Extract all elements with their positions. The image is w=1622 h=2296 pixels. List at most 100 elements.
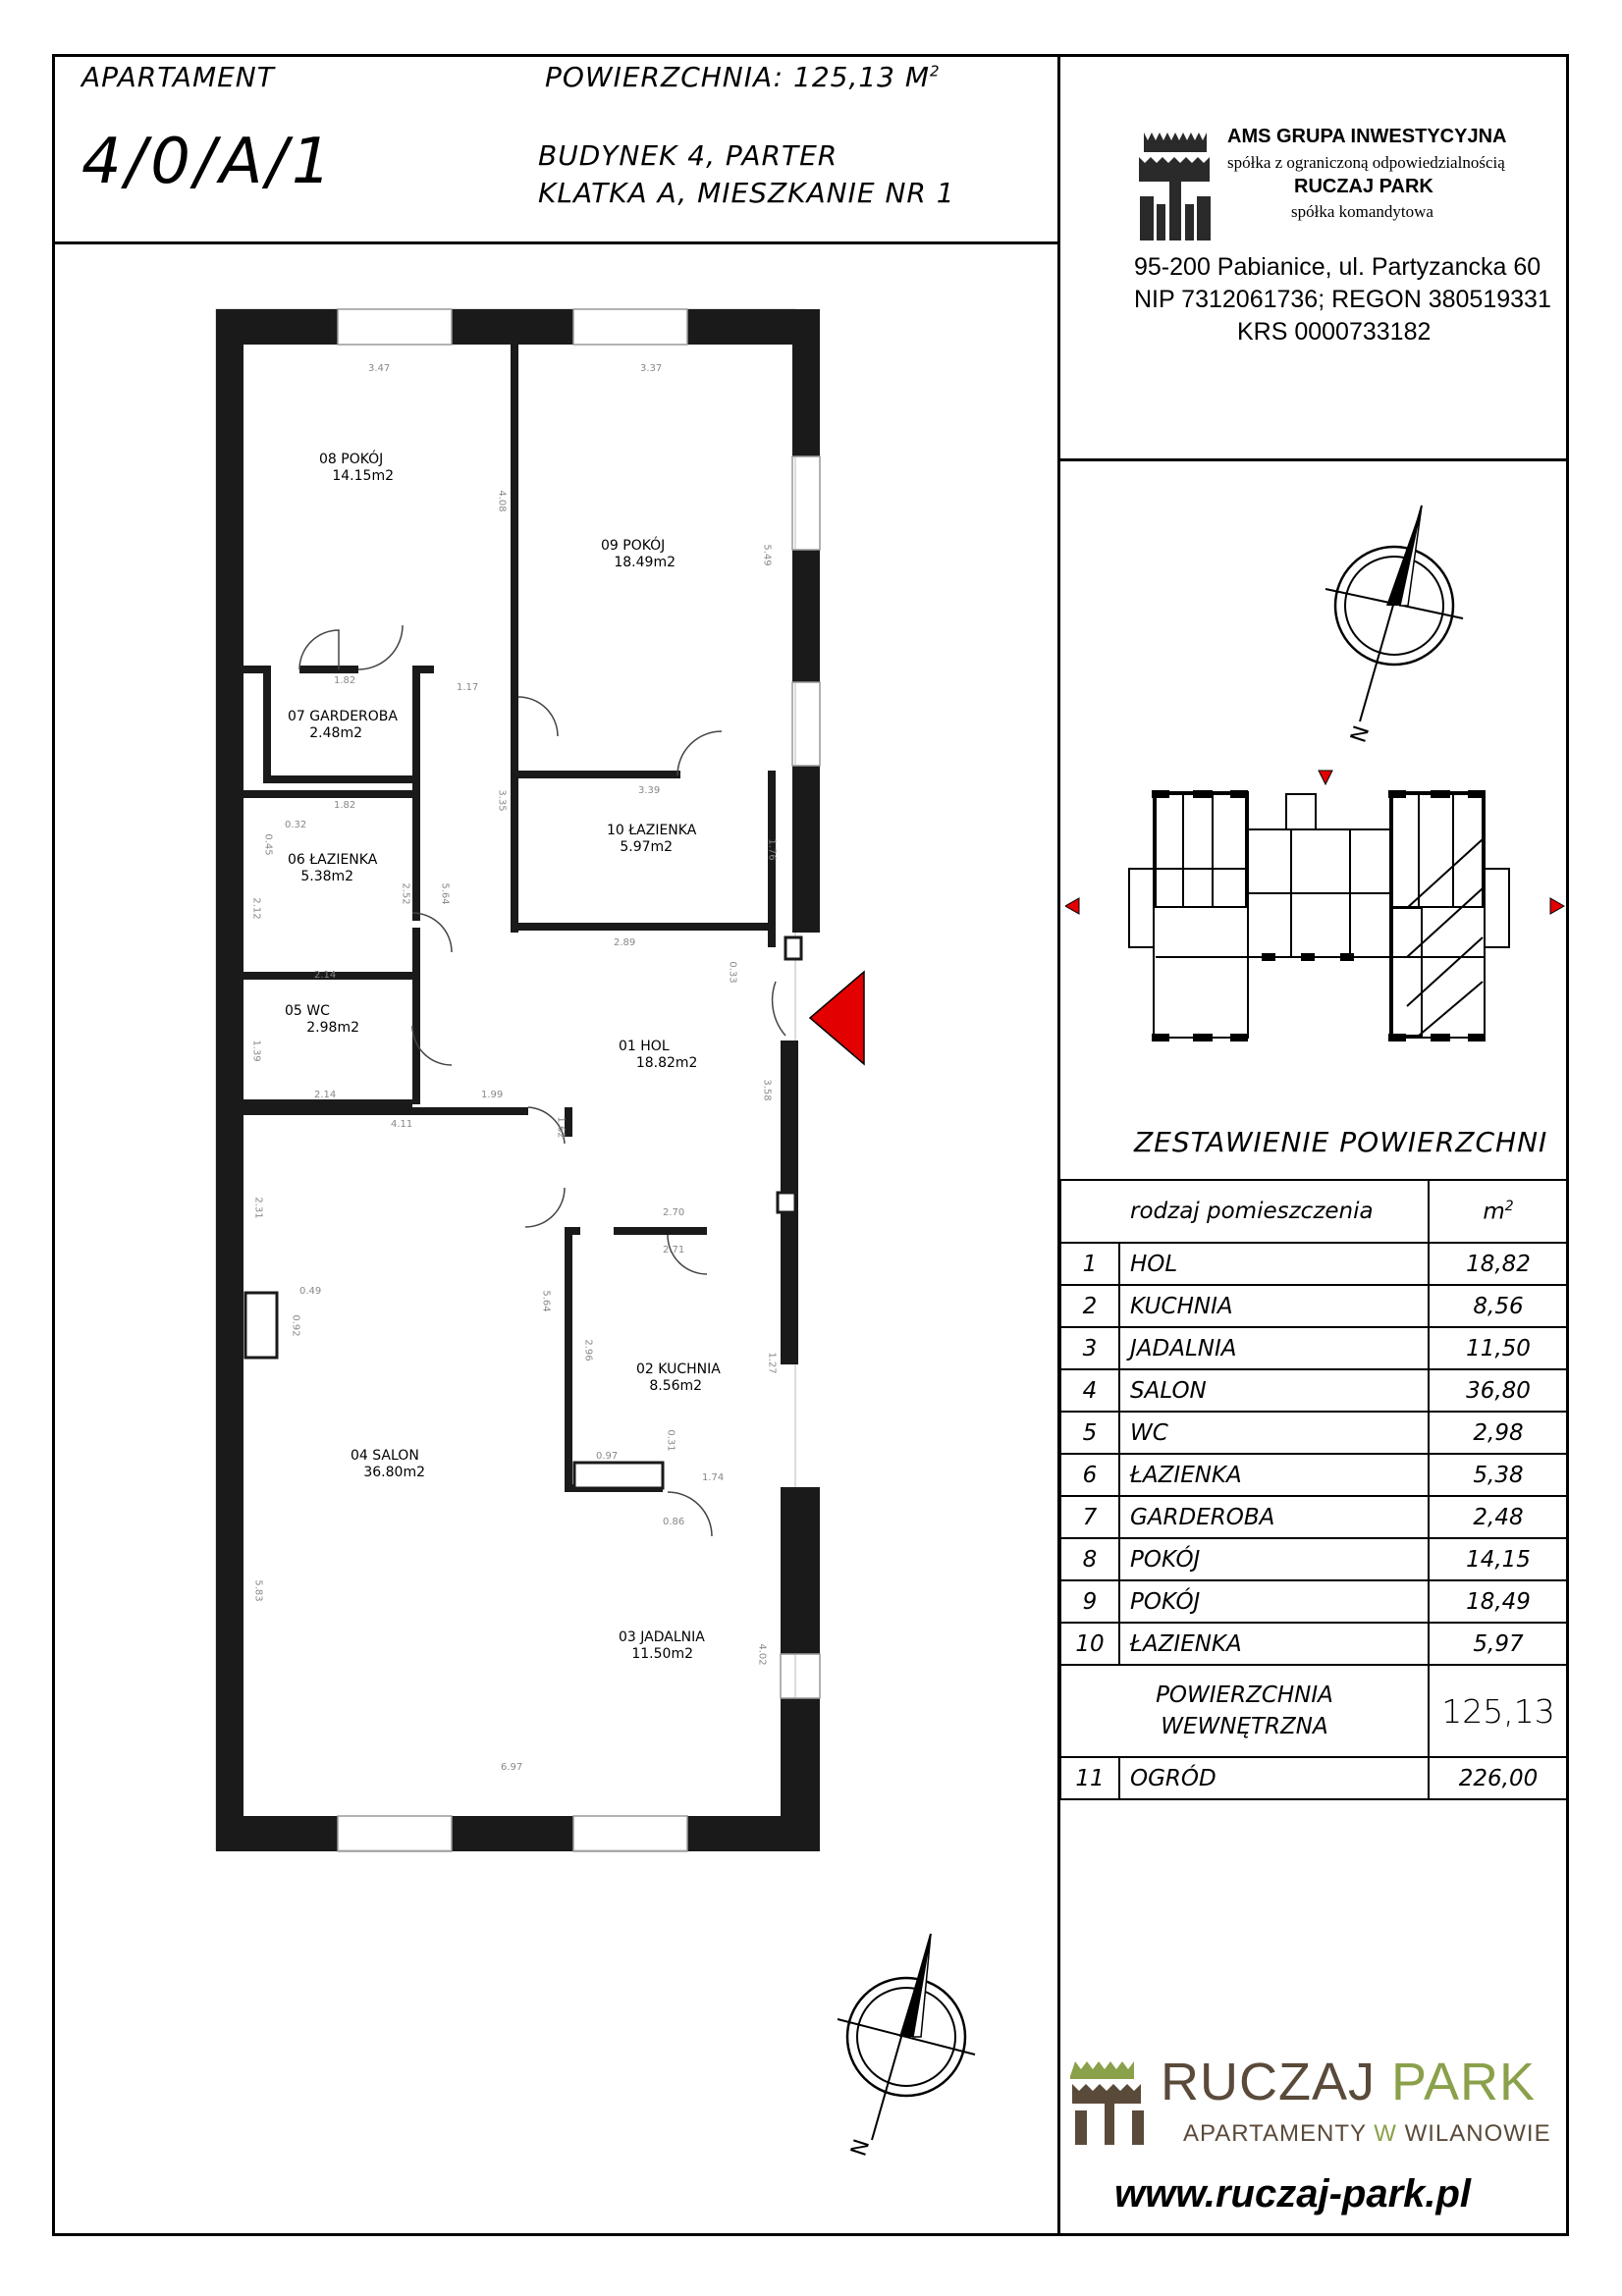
dim-label: 0.49 — [299, 1286, 322, 1297]
room-label-08: 08 POKÓJ 14.15m2 — [319, 452, 394, 484]
dim-label: 2.14 — [314, 1090, 337, 1100]
dim-label: 5.64 — [439, 882, 451, 905]
company-name2: RUCZAJ PARK — [1294, 176, 1433, 197]
tree-logo-icon — [1136, 128, 1216, 240]
dim-label: 0.32 — [285, 820, 307, 830]
dim-label: 1.39 — [250, 1040, 262, 1062]
compass-top-icon: N — [1325, 505, 1464, 746]
compass-top-letter: N — [1346, 722, 1375, 745]
company-krs: KRS 0000733182 — [1237, 318, 1432, 346]
brand-word1: RUCZAJ — [1161, 2053, 1376, 2111]
dim-label: 1.76 — [766, 838, 778, 861]
dim-label: 2.96 — [582, 1339, 594, 1362]
room-label-06: 06 ŁAZIENKA 5.38m2 — [288, 852, 378, 884]
building-keyplan — [1065, 770, 1566, 1041]
dim-label: 5.49 — [761, 544, 773, 566]
apartment-code: 4/0/A/1 — [81, 126, 336, 198]
dim-label: 1.17 — [457, 682, 479, 693]
room-label-10: 10 ŁAZIENKA 5.97m2 — [607, 823, 697, 855]
area-text: POWIERZCHNIA: 125,13 M — [545, 61, 931, 93]
dim-label: 0.92 — [290, 1314, 301, 1337]
dim-label: 3.37 — [640, 363, 663, 374]
company-address: 95-200 Pabianice, ul. Partyzancka 60 — [1134, 253, 1541, 281]
dim-label: 2.52 — [400, 882, 411, 905]
compass-bottom-icon: N — [837, 1933, 976, 2160]
dim-label: 2.71 — [663, 1245, 685, 1255]
divider-header — [52, 241, 1059, 244]
summary-total-value: 125,13 — [1428, 1664, 1569, 1758]
summary-col-type: rodzaj pomieszczenia — [1059, 1179, 1430, 1244]
dim-label: 4.11 — [391, 1119, 413, 1130]
dim-label: 5.64 — [540, 1290, 552, 1312]
summary-header-row: rodzaj pomieszczenia m2 — [1059, 1179, 1569, 1244]
dim-label: 1.62 — [555, 1116, 567, 1139]
dim-label: 2.31 — [252, 1197, 264, 1219]
website-link[interactable]: www.ruczaj-park.pl — [1114, 2172, 1472, 2216]
compass-bottom-letter: N — [846, 2136, 875, 2159]
dim-label: 2.12 — [250, 897, 262, 920]
sheet-frame — [52, 54, 1569, 2236]
company-name: AMS GRUPA INWESTYCYJNA — [1227, 126, 1507, 147]
company-ids: NIP 7312061736; REGON 380519331 — [1134, 286, 1551, 313]
dim-label: 0.45 — [262, 833, 274, 856]
summary-col-unit: m2 — [1428, 1179, 1569, 1244]
dim-label: 6.97 — [501, 1762, 523, 1773]
dim-label: 1.82 — [334, 800, 356, 811]
divider-main — [1057, 54, 1060, 2236]
dim-label: 4.02 — [756, 1643, 768, 1666]
dim-label: 2.70 — [663, 1207, 685, 1218]
summary-title: ZESTAWIENIE POWIERZCHNI — [1134, 1126, 1548, 1158]
dim-label: 3.35 — [496, 789, 508, 812]
room-label-07: 07 GARDEROBA 2.48m2 — [288, 709, 398, 741]
apartment-label: APARTAMENT — [81, 61, 275, 93]
dim-label: 3.58 — [761, 1079, 773, 1101]
building-line: BUDYNEK 4, PARTER — [538, 139, 838, 172]
room-label-09: 09 POKÓJ 18.49m2 — [601, 538, 676, 570]
stair-line: KLATKA A, MIESZKANIE NR 1 — [538, 177, 955, 209]
divider-company — [1059, 458, 1569, 461]
dim-label: 3.47 — [368, 363, 391, 374]
area-label: POWIERZCHNIA: 125,13 M2 — [545, 61, 941, 93]
area-sup: 2 — [930, 62, 941, 80]
dim-label: 1.82 — [334, 675, 356, 686]
room-label-04: 04 SALON 36.80m2 — [351, 1448, 425, 1480]
brand-word2: PARK — [1391, 2053, 1537, 2111]
dim-label: 0.86 — [663, 1517, 685, 1527]
company-sub1: spółka z ograniczoną odpowiedzialnością — [1227, 153, 1505, 172]
brand-tagline: APARTAMENTY W WILANOWIE — [1183, 2120, 1551, 2147]
room-label-05: 05 WC 2.98m2 — [285, 1003, 359, 1036]
company-logo — [1134, 128, 1217, 243]
floor-plan — [215, 308, 865, 1852]
dim-label: 1.99 — [481, 1090, 504, 1100]
room-label-03: 03 JADALNIA 11.50m2 — [619, 1629, 705, 1662]
dim-label: 2.89 — [614, 937, 636, 948]
dim-label: 0.31 — [665, 1429, 676, 1452]
dim-label: 0.33 — [727, 961, 738, 984]
room-label-02: 02 KUCHNIA 8.56m2 — [636, 1362, 721, 1394]
dim-label: 0.97 — [596, 1451, 619, 1462]
room-label-01: 01 HOL 18.82m2 — [619, 1039, 698, 1071]
dim-label: 4.08 — [496, 490, 508, 512]
company-sub2: spółka komandytowa — [1291, 202, 1433, 221]
dim-label: 2.14 — [314, 970, 337, 981]
ruczaj-logo-icon — [1070, 2061, 1144, 2145]
dim-label: 1.74 — [702, 1472, 725, 1483]
dim-label: 3.39 — [638, 785, 661, 796]
dim-label: 5.83 — [252, 1579, 264, 1602]
dim-label: 1.27 — [766, 1352, 778, 1374]
brand-title: RUCZAJ PARK — [1161, 2052, 1536, 2112]
